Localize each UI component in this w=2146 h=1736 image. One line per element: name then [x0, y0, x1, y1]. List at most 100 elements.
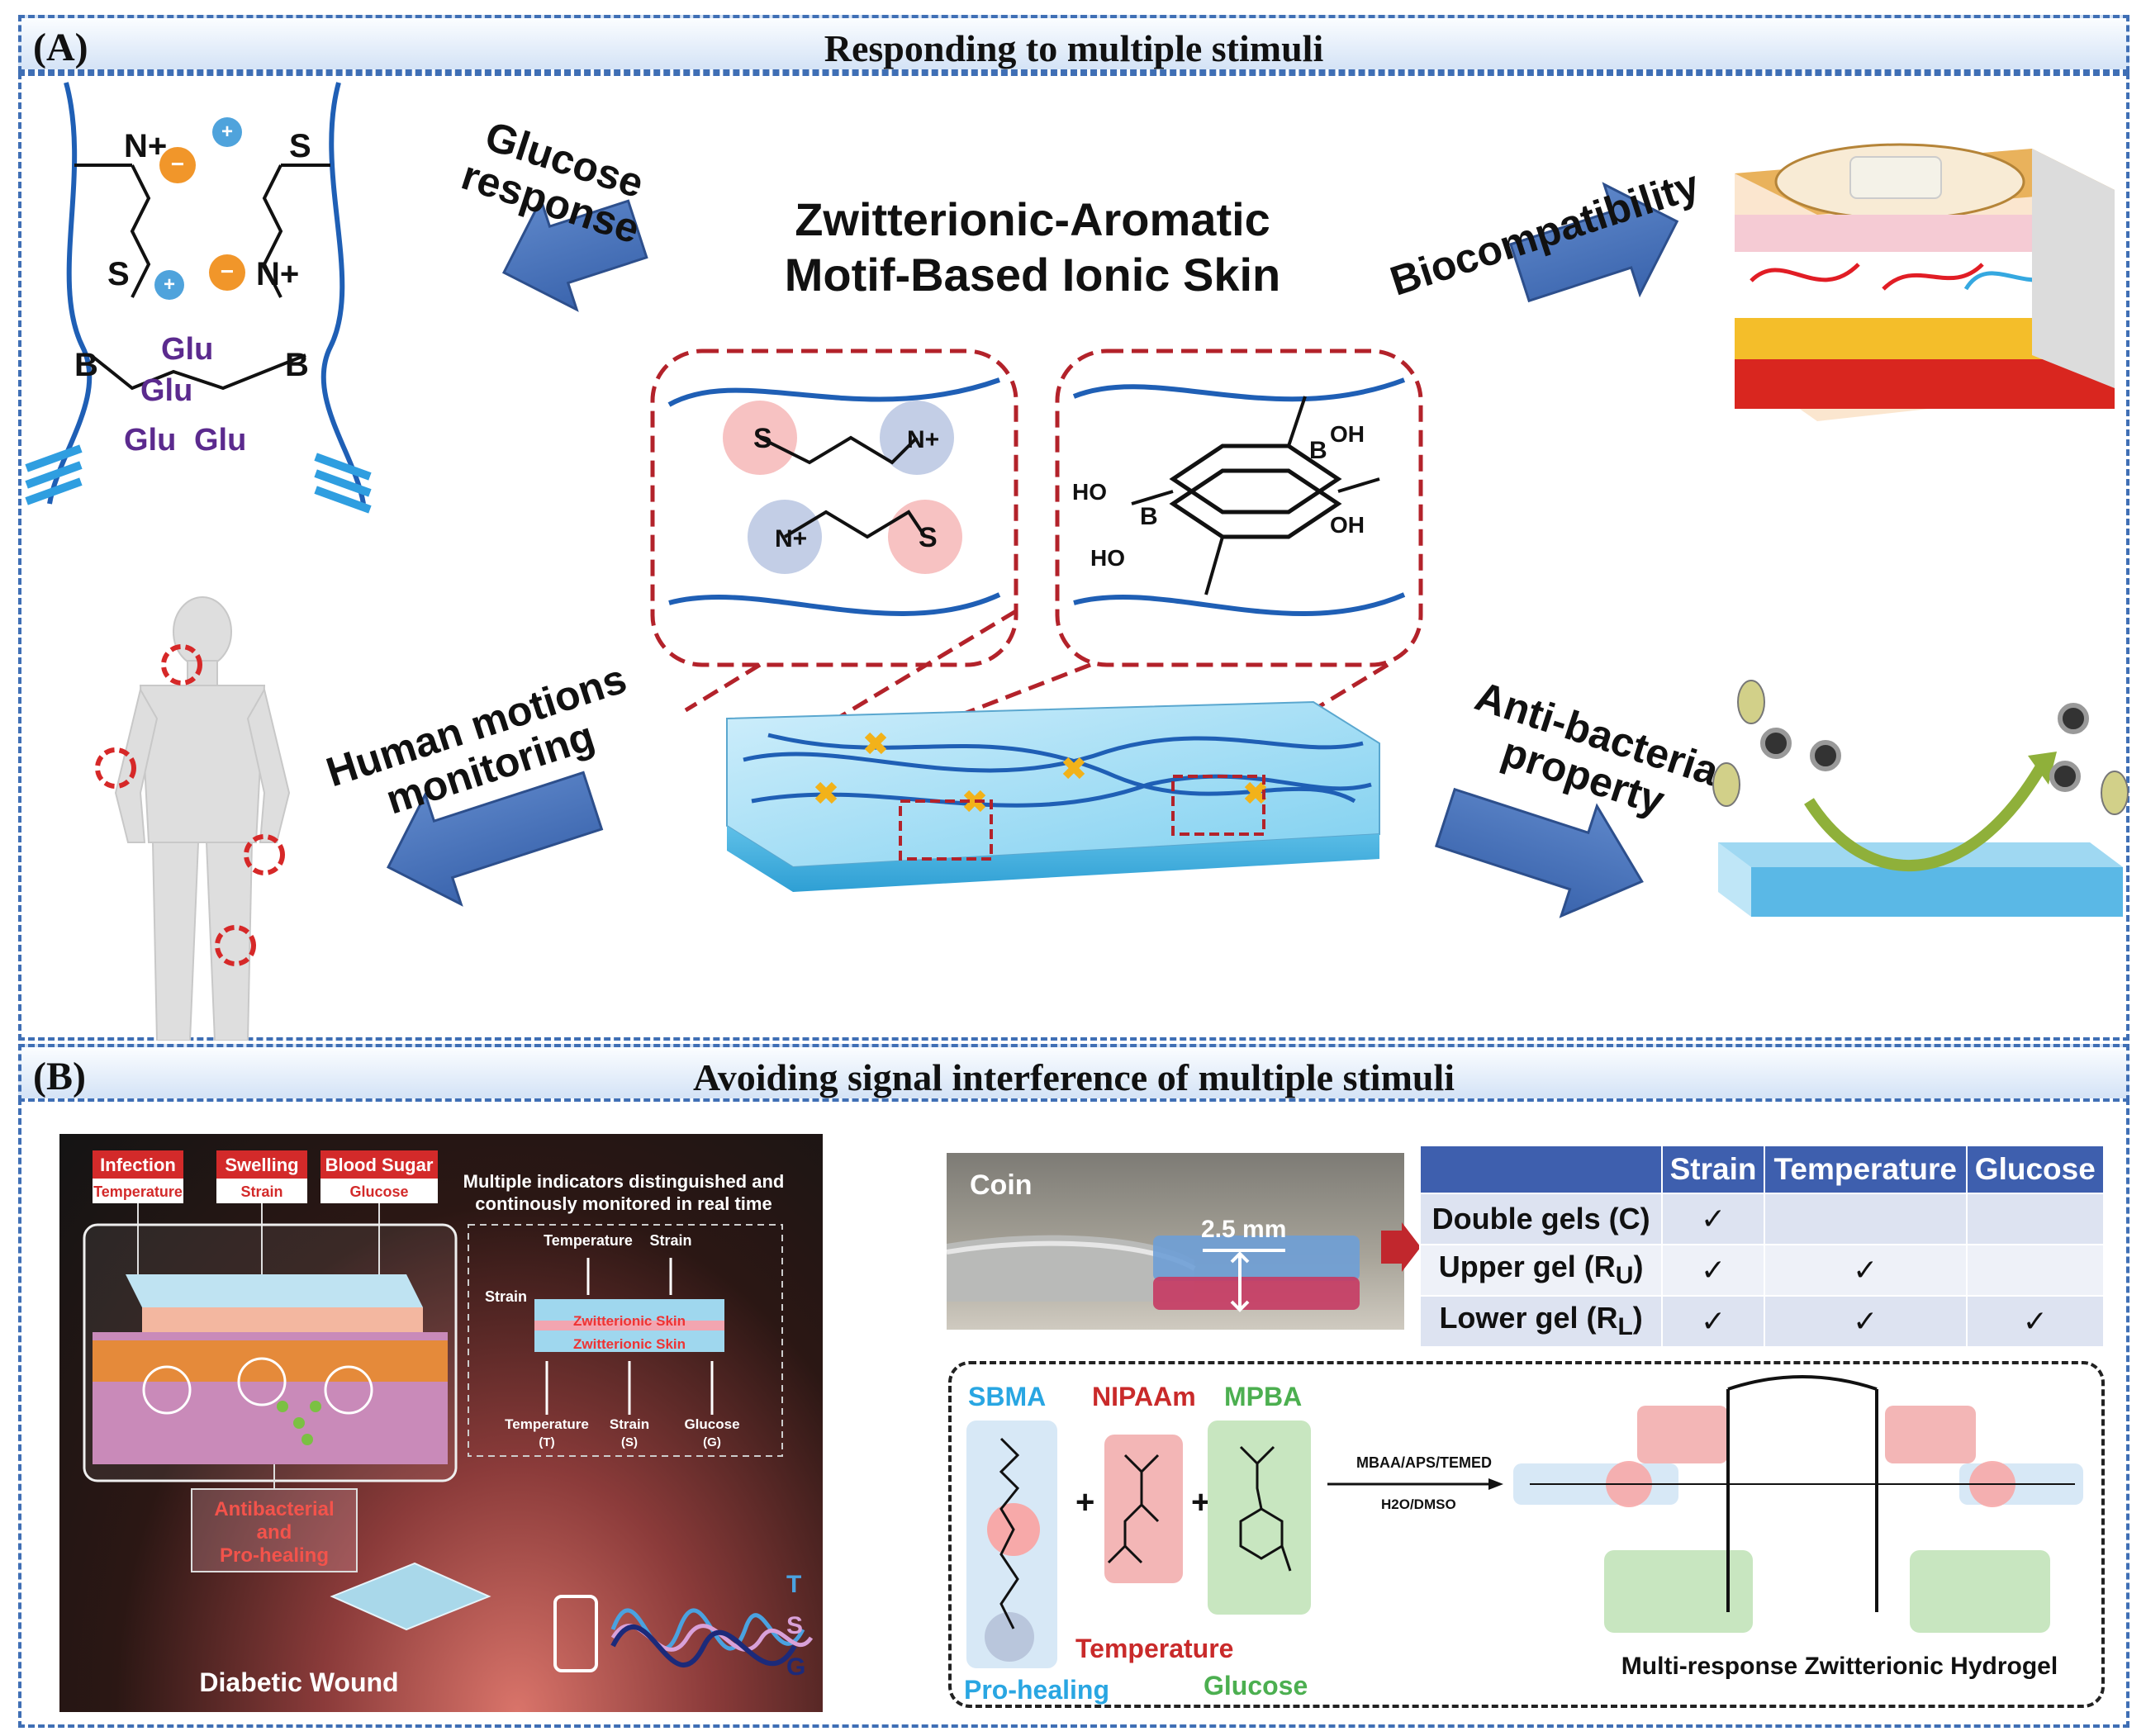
wound-art: Infection Temperature Swelling Strain Bl…	[83, 1150, 814, 1697]
table-row: Double gels (C) ✓	[1418, 1193, 2106, 1245]
tag-infection-main: Infection	[100, 1155, 176, 1175]
check-cell: ✓	[1661, 1193, 1765, 1245]
table-header-glucose: Glucose	[1965, 1145, 2106, 1194]
chem-glu-2: Glu	[140, 373, 192, 408]
zoom-b-2: B	[1140, 503, 1158, 530]
zoom-oh-1: OH	[1330, 421, 1365, 447]
thickness-label: 2.5 mm	[1201, 1216, 1286, 1243]
table-header-row: Strain Temperature Glucose	[1418, 1145, 2106, 1194]
svg-text:−: −	[171, 151, 184, 177]
indicator-title-line1: Multiple indicators distinguished and	[463, 1171, 785, 1192]
synthesis-scheme: SBMA + + NIPAAm MPBA MBAA/APS/TEMED H2O/…	[948, 1361, 2105, 1708]
coin-photo: Coin 2.5 mm	[947, 1153, 1404, 1330]
chem-n-plus-2: N+	[256, 256, 299, 292]
check-cell	[1965, 1244, 2106, 1297]
row-label-double: Double gels (C)	[1418, 1193, 1664, 1245]
inset-bottom-glucose-sym: (G)	[703, 1435, 721, 1449]
check-cell: ✓	[1763, 1295, 1968, 1348]
wave-label-t: T	[786, 1571, 801, 1598]
inset-bottom-temp-sym: (T)	[539, 1435, 554, 1449]
product-label: Multi-response Zwitterionic Hydrogel	[1621, 1653, 2058, 1680]
tag-swelling-sub: Strain	[240, 1183, 282, 1200]
check-cell: ✓	[1661, 1295, 1765, 1348]
table-header-strain: Strain	[1661, 1145, 1765, 1194]
row-label-lower-sub: L	[1617, 1313, 1633, 1341]
diabetic-wound-caption: Diabetic Wound	[199, 1667, 398, 1697]
aromatic-zoom-box: B B OH OH HO HO	[1055, 349, 1423, 667]
panel-b-banner: (B) Avoiding signal interference of mult…	[18, 1044, 2129, 1102]
table-row: Upper gel (RU) ✓ ✓	[1418, 1244, 2106, 1297]
biocompat-arrow	[1508, 182, 1679, 303]
antibacterial-line1: Antibacterial	[214, 1498, 334, 1520]
chem-glu-1: Glu	[161, 332, 213, 367]
skin-tissue	[1735, 143, 2115, 421]
tag-blood-sugar-sub: Glucose	[349, 1183, 408, 1200]
panel-b-title: Avoiding signal interference of multiple…	[692, 1056, 1455, 1098]
zoom-oh-2: OH	[1330, 512, 1365, 538]
indicator-title-line2: continously monitored in real time	[475, 1193, 772, 1214]
chem-s-1: S	[289, 128, 311, 164]
tag-swelling-main: Swelling	[225, 1155, 298, 1175]
row-label-upper-sub: U	[1615, 1262, 1634, 1290]
human-figure	[95, 596, 291, 1041]
panel-a-arrows	[386, 182, 1679, 918]
svg-text:−: −	[221, 259, 234, 284]
wave-label-g: G	[786, 1653, 805, 1681]
function-glucose: Glucose	[1204, 1671, 1308, 1700]
check-cell: ✓	[1763, 1244, 1968, 1297]
function-pro-healing: Pro-healing	[964, 1675, 1109, 1705]
motion-arrow	[386, 771, 604, 907]
row-label-upper-text: Upper gel (R	[1438, 1250, 1616, 1284]
inset-layer2: Zwitterionic Skin	[573, 1336, 686, 1352]
chem-glu-3: Glu	[124, 423, 176, 458]
check-cell	[1965, 1193, 2106, 1245]
tag-blood-sugar: Blood Sugar Glucose	[320, 1150, 438, 1203]
table-header-temperature: Temperature	[1763, 1145, 1968, 1194]
aromatic-stack-left	[25, 444, 83, 505]
inset-bottom-glucose: Glucose	[684, 1416, 739, 1432]
center-title: Zwitterionic-Aromatic Motif-Based Ionic …	[694, 192, 1371, 302]
tag-infection-sub: Temperature	[93, 1183, 183, 1200]
check-cell: ✓	[1965, 1295, 2106, 1348]
zwitterion-zoom-box: S N+ N+ S	[650, 349, 1018, 667]
antibacterial-line2: and	[257, 1521, 292, 1544]
inset-temp-top: Temperature	[544, 1232, 633, 1249]
monomer-sbma: SBMA	[968, 1382, 1046, 1411]
center-title-line1: Zwitterionic-Aromatic	[795, 193, 1270, 245]
chem-s-2: S	[107, 256, 130, 292]
zoom-ho-1: HO	[1072, 479, 1107, 505]
scheme-art: SBMA + + NIPAAm MPBA MBAA/APS/TEMED H2O/…	[964, 1375, 2083, 1705]
diabetic-wound-panel: Infection Temperature Swelling Strain Bl…	[59, 1134, 823, 1712]
panel-b-letter: (B)	[33, 1055, 86, 1098]
chem-b-1: B	[74, 347, 98, 383]
glucose-chemistry: − + − + N+ N+ S S B B Glu Glu Glu Glu	[25, 82, 372, 514]
crosslinks	[814, 732, 1267, 813]
center-title-line2: Motif-Based Ionic Skin	[784, 249, 1281, 301]
monomer-mpba: MPBA	[1224, 1382, 1302, 1411]
response-table: Strain Temperature Glucose Double gels (…	[1418, 1145, 2106, 1348]
tag-infection: Infection Temperature	[93, 1150, 183, 1203]
glucose-arrow	[501, 196, 648, 312]
plus-2: +	[1191, 1484, 1210, 1520]
inset-bottom-temp: Temperature	[505, 1416, 589, 1432]
zoom-s-1: S	[753, 423, 772, 454]
solvent-label: H2O/DMSO	[1381, 1496, 1456, 1512]
panel-a-banner: (A) Responding to multiple stimuli	[18, 15, 2129, 73]
panel-a-title: Responding to multiple stimuli	[824, 27, 1324, 69]
zoom-ho-2: HO	[1090, 545, 1125, 571]
row-label-lower-text: Lower gel (R	[1439, 1301, 1618, 1335]
inset-layer1: Zwitterionic Skin	[573, 1313, 686, 1329]
chem-glu-4: Glu	[194, 423, 246, 458]
antibacteria-gel	[1712, 680, 2129, 917]
antibacterial-line3: Pro-healing	[220, 1544, 329, 1567]
inset-strain-top: Strain	[649, 1232, 691, 1249]
antibact-arrow	[1434, 787, 1644, 918]
chem-n-plus-1: N+	[124, 128, 167, 164]
row-label-upper: Upper gel (RU)	[1418, 1244, 1664, 1297]
zoom-n-1: N+	[907, 426, 939, 453]
coin-photo-art: Coin 2.5 mm	[947, 1169, 1360, 1312]
photo-to-table-arrow	[1381, 1222, 1421, 1272]
inset-bottom-strain-sym: (S)	[621, 1435, 638, 1449]
coin-label: Coin	[970, 1169, 1033, 1201]
hydrogel-slab	[726, 700, 1380, 892]
